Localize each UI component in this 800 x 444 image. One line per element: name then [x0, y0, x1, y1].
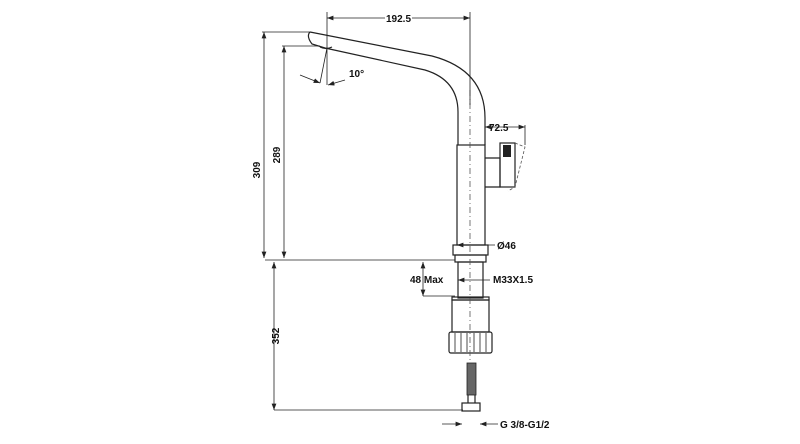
dim-spout-angle: 10° — [349, 69, 364, 80]
dim-base-diameter: Ø46 — [497, 241, 516, 252]
dimension-lines — [261, 12, 526, 427]
dim-total-height: 309 — [252, 161, 263, 178]
faucet-outline — [307, 31, 526, 412]
dim-hose-length: 352 — [271, 327, 282, 344]
dim-hose-connection: G 3/8-G1/2 — [500, 420, 550, 431]
dim-max-counter-thickness: 48 Max — [410, 275, 444, 286]
dim-spout-reach: 192.5 — [386, 14, 411, 25]
dim-spout-height: 289 — [272, 146, 283, 163]
dim-handle-depth: 72.5 — [489, 123, 509, 134]
dim-thread: M33X1.5 — [493, 275, 533, 286]
